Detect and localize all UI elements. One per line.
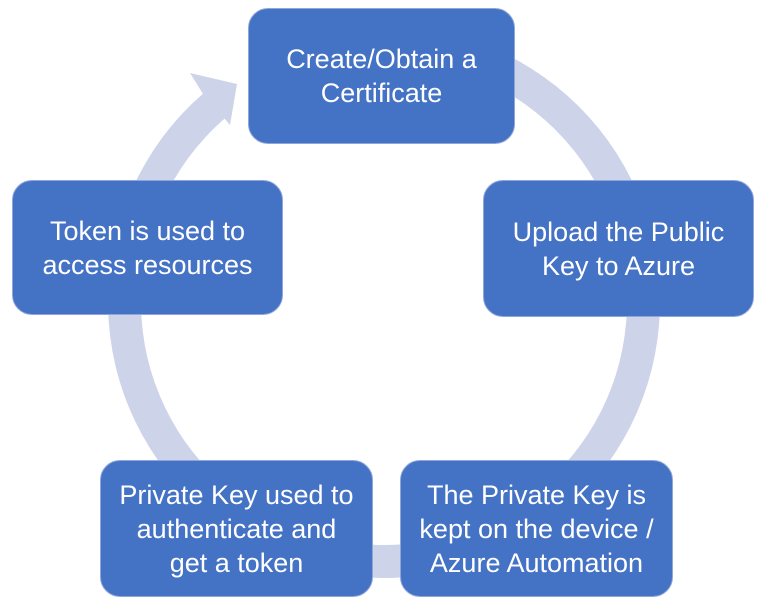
cycle-node-token-access-resources: Token is used to access resources xyxy=(12,180,283,315)
cycle-node-create-obtain-certificate: Create/Obtain a Certificate xyxy=(248,8,515,144)
cycle-node-label: Upload the Public Key to Azure xyxy=(512,216,725,281)
cycle-node-label: Token is used to access resources xyxy=(42,215,253,280)
cycle-node-private-key-kept: The Private Key is kept on the device / … xyxy=(400,460,673,597)
cycle-node-upload-public-key: Upload the Public Key to Azure xyxy=(483,180,754,317)
cycle-node-private-key-authenticate: Private Key used to authenticate and get… xyxy=(100,460,373,597)
cycle-node-label: The Private Key is kept on the device / … xyxy=(419,479,654,578)
cycle-node-label: Create/Obtain a Certificate xyxy=(286,44,477,108)
cycle-node-label: Private Key used to authenticate and get… xyxy=(119,479,354,578)
